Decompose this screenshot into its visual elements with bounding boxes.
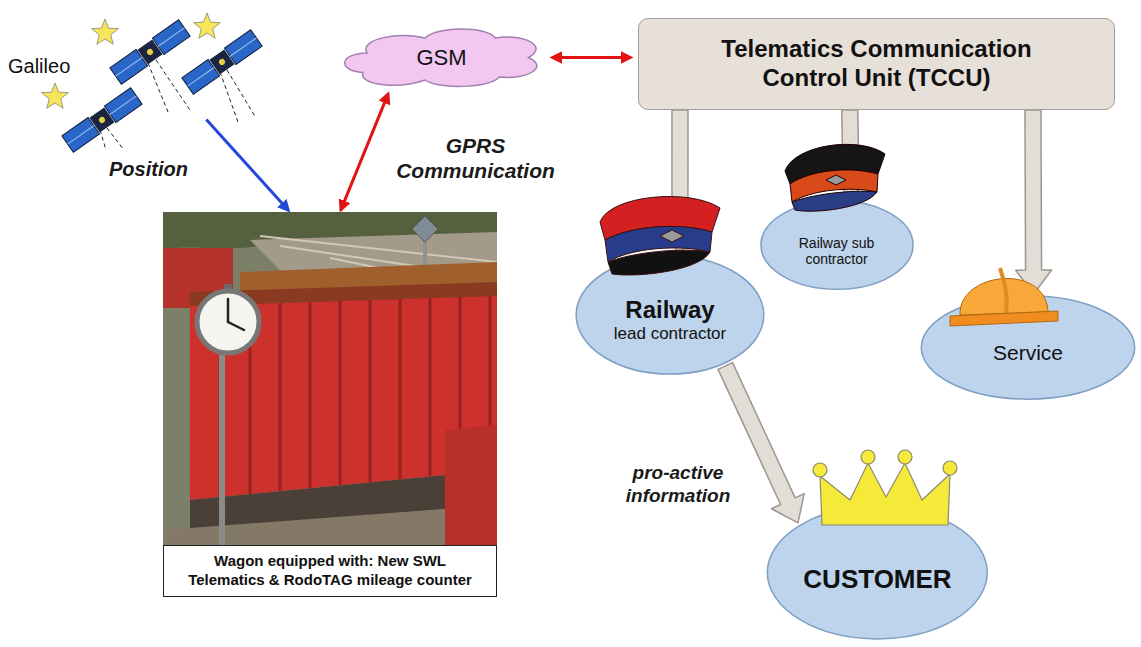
edge-label: Position (106, 157, 191, 181)
clock-hands (228, 299, 244, 330)
wagon-photo (445, 425, 497, 545)
galileo-satellite (98, 116, 106, 124)
signal-dashes (148, 63, 168, 112)
ellipse-shape (760, 201, 912, 290)
wagon-photo (219, 340, 225, 545)
ellipse-shape (768, 506, 988, 639)
customer-crown (820, 463, 950, 525)
customer-crown (898, 450, 912, 464)
signal-dashes (227, 70, 256, 118)
galileo-satellite (230, 38, 256, 56)
galileo-satellite (152, 20, 190, 55)
galileo-satellite (218, 58, 226, 66)
wagon-ribs (399, 299, 402, 479)
gsm-link-arrow (552, 56, 631, 59)
clock-hands (227, 299, 230, 322)
galileo-star (194, 13, 221, 38)
wagon-photo (163, 212, 497, 545)
clock-hands (228, 322, 244, 330)
cloud-shape (345, 29, 537, 86)
galileo-satellite (188, 68, 214, 86)
node-title: GSM (416, 45, 466, 70)
wagon-ribs (429, 298, 432, 476)
node-title: Railway sub contractor (787, 235, 887, 267)
wagon-photo (197, 291, 259, 353)
galileo-star (92, 19, 119, 44)
galileo-satellite (158, 28, 184, 46)
node-title: Service (993, 341, 1063, 365)
galileo-satellite (146, 48, 154, 56)
subcontractor-cap (826, 175, 846, 185)
galileo-satellite (110, 96, 136, 114)
galileo-satellite (110, 20, 190, 85)
railway-cap (600, 197, 720, 276)
node-title: Galileo (8, 55, 70, 78)
railway-cap (660, 230, 684, 242)
wagon-ribs (279, 303, 282, 491)
wagon-photo (163, 212, 497, 545)
wagon-ribs (339, 301, 342, 485)
customer-crown (813, 450, 957, 525)
ellipse-shape (576, 256, 764, 374)
wagon-ribs (369, 300, 372, 482)
caption-text: Wagon equipped with: New SWL Telematics … (163, 545, 497, 597)
position-arrow (206, 119, 288, 210)
edge-label: GPRS Communication (378, 133, 573, 183)
wagon-photo (412, 216, 438, 242)
galileo-satellite (62, 88, 142, 153)
customer-crown (813, 463, 827, 477)
node-title: Railway (625, 296, 714, 324)
role-ellipse: Railway sub contractor (760, 200, 914, 290)
signal-dashes (220, 72, 238, 122)
satellite-group: Galileo (5, 5, 220, 118)
galileo-satellite (182, 30, 262, 95)
dispatch-arrow (1016, 110, 1052, 294)
node-title: Telematics Communication Control Unit (T… (697, 35, 1057, 93)
galileo-satellite (104, 88, 142, 123)
node-subtitle: lead contractor (614, 324, 726, 344)
galileo-satellite (116, 58, 142, 76)
node-title: CUSTOMER (803, 565, 951, 595)
galileo-satellite (224, 30, 262, 65)
customer-crown (861, 450, 875, 464)
control-unit-box: Telematics Communication Control Unit (T… (638, 18, 1115, 110)
subcontractor-cap (785, 144, 885, 211)
railway-cap (608, 250, 710, 275)
hard-hat (950, 268, 1058, 326)
wagon-ribs (309, 302, 312, 488)
signal-dashes (107, 128, 124, 150)
wagon-box: Wagon equipped with: New SWL Telematics … (163, 212, 497, 597)
galileo-satellite (68, 126, 94, 144)
subcontractor-cap (792, 191, 877, 211)
gsm-cloud: GSM (338, 20, 545, 95)
signal-dashes (156, 60, 190, 110)
hard-hat (1000, 268, 1007, 313)
hard-hat (950, 311, 1058, 326)
galileo-star (42, 83, 69, 108)
role-ellipse: Railwaylead contractor (575, 255, 765, 375)
customer-crown (943, 461, 957, 475)
signal-dashes (100, 130, 106, 150)
edge-label: pro-active information (603, 462, 753, 508)
